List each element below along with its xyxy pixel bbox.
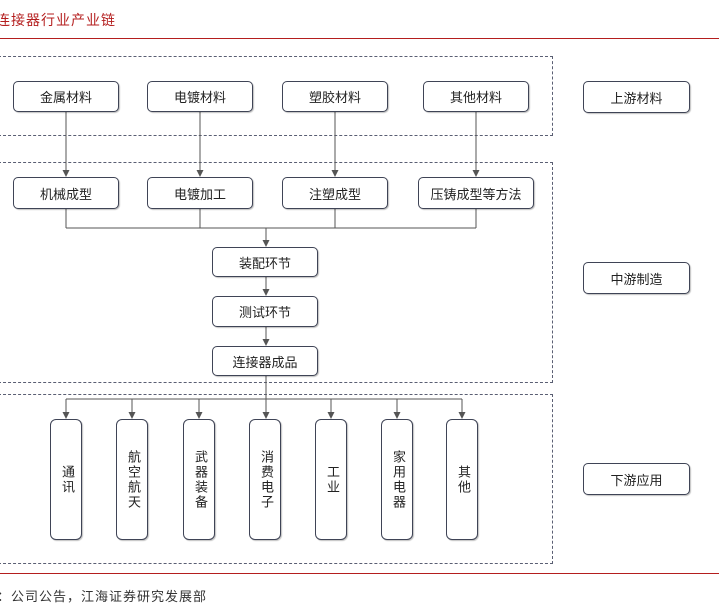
app-defense: 武器装备 [183,419,215,540]
midstream-zone [0,162,553,383]
app-industrial: 工业 [315,419,347,540]
upstream-zone [0,56,553,136]
material-metal: 金属材料 [13,81,119,112]
app-industrial-label: 工业 [324,464,339,495]
app-consumer-electronics-label: 消费电子 [258,449,273,510]
app-home-appliances: 家用电器 [381,419,413,540]
process-electroplating: 电镀加工 [147,177,253,209]
page-title: 连接器行业产业链 [0,13,116,29]
app-other-label: 其他 [455,464,470,495]
app-consumer-electronics: 消费电子 [249,419,281,540]
app-defense-label: 武器装备 [192,449,207,510]
step-assembly: 装配环节 [212,247,318,277]
process-injection-molding: 注塑成型 [282,177,388,209]
material-plastic: 塑胶材料 [282,81,388,112]
step-finished-connector: 连接器成品 [212,346,318,376]
label-downstream: 下游应用 [583,463,690,495]
app-telecom-label: 通讯 [59,464,74,495]
app-other: 其他 [446,419,478,540]
process-die-casting: 压铸成型等方法 [418,177,534,209]
header-rule [0,38,719,39]
step-testing: 测试环节 [212,296,318,327]
footer-rule [0,573,719,574]
app-telecom: 通讯 [50,419,82,540]
label-upstream: 上游材料 [583,81,690,113]
app-aerospace-label: 航空航天 [125,449,140,510]
app-aerospace: 航空航天 [116,419,148,540]
app-home-appliances-label: 家用电器 [390,449,405,510]
material-plating: 电镀材料 [147,81,253,112]
downstream-zone [0,394,553,564]
material-other: 其他材料 [423,81,529,112]
source-note: ：公司公告，江海证券研究发展部 [0,590,208,605]
label-midstream: 中游制造 [583,262,690,294]
process-mechanical-forming: 机械成型 [13,177,119,209]
